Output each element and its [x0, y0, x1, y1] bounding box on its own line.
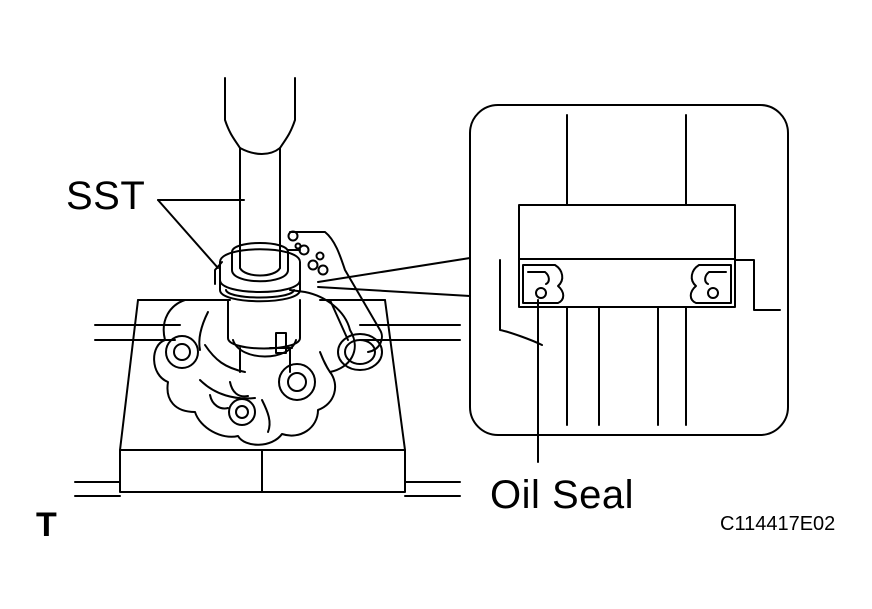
sst-tool [225, 78, 295, 281]
workbench [75, 300, 460, 496]
zoom-callout-lines [318, 258, 470, 296]
figure-code: C114417E02 [720, 513, 836, 535]
sst-leader-lines [158, 200, 244, 268]
detail-inset [470, 105, 788, 462]
sst-label: SST [66, 174, 146, 218]
pump-housing [154, 290, 355, 445]
corner-mark: T [36, 506, 57, 544]
oil-seal-label: Oil Seal [490, 473, 635, 517]
outlet-pipe [288, 232, 382, 371]
